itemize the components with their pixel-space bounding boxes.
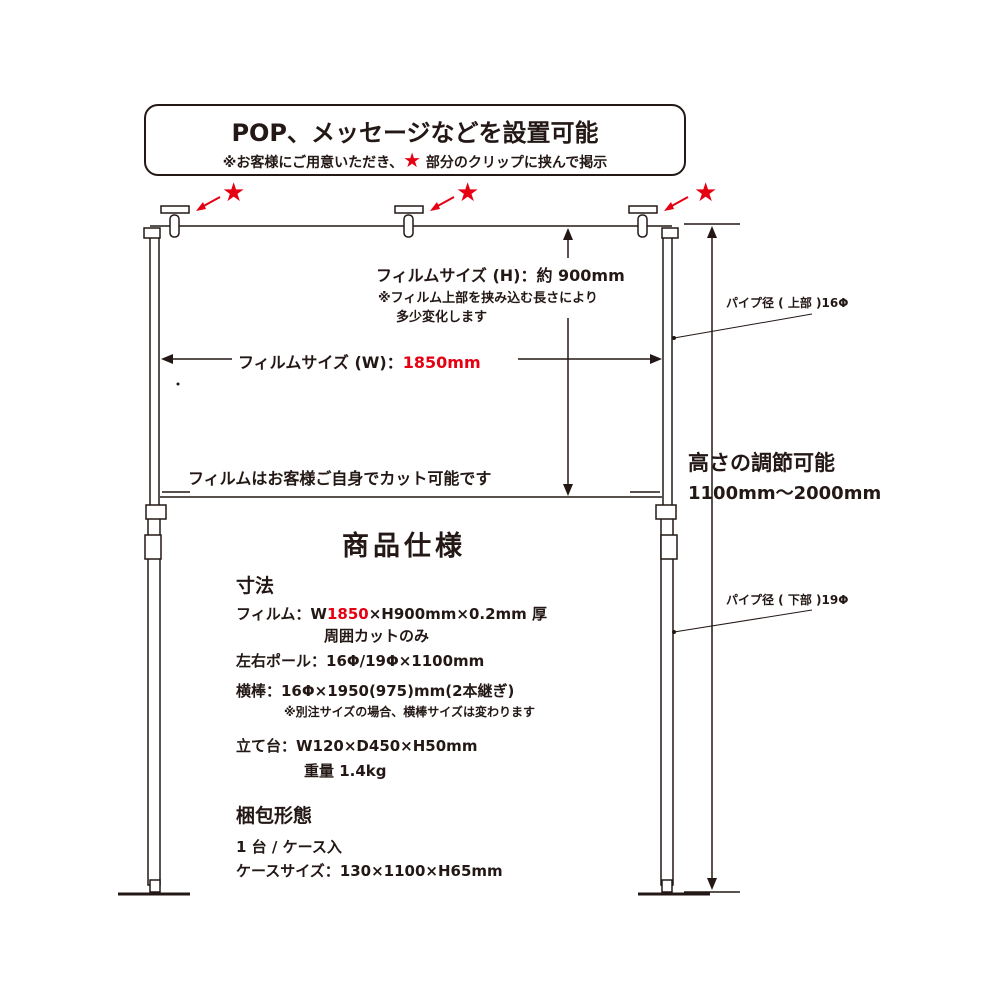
callout-title: POP、メッセージなどを設置可能 xyxy=(231,119,599,147)
spec-film-note: 周囲カットのみ xyxy=(324,627,430,645)
film-width-label: フィルムサイズ (W)：1850mm xyxy=(238,353,481,372)
film-height-note: 多少変化します xyxy=(396,310,488,325)
clip-star-icon: ★ xyxy=(222,178,246,208)
specs-title: 商品仕様 xyxy=(342,531,466,562)
size-heading: 寸法 xyxy=(236,575,275,597)
spec-crossbar: 横棒：16Φ×1950(975)mm(2本継ぎ) xyxy=(236,682,515,700)
film-height-note: ※フィルム上部を挟み込む長さにより xyxy=(378,291,598,306)
spec-film: フィルム：W1850×H900mm×0.2mm 厚 xyxy=(236,605,548,623)
packing-heading: 梱包形態 xyxy=(236,805,313,827)
star-icon: ★ xyxy=(403,148,422,172)
pipe-upper-label: パイプ径 ( 上部 )16Φ xyxy=(726,296,849,310)
height-adjust-title: 高さの調節可能 xyxy=(688,451,835,475)
height-adjust-range: 1100mm～2000mm xyxy=(688,483,882,504)
spec-case-size: ケースサイズ：130×1100×H65mm xyxy=(236,862,503,880)
spec-crossbar-note: ※別注サイズの場合、横棒サイズは変わります xyxy=(284,705,535,719)
clip-star-icon: ★ xyxy=(456,178,480,208)
right-pole-upper xyxy=(662,229,673,511)
left-pole-lower xyxy=(147,514,161,886)
right-pole-lower xyxy=(660,514,674,886)
film-height-label: フィルムサイズ (H)：約 900mm xyxy=(376,266,625,285)
spec-weight: 重量 1.4kg xyxy=(304,762,387,780)
clip-star-icon: ★ xyxy=(694,178,718,208)
spec-poles: 左右ポール：16Φ/19Φ×1100mm xyxy=(236,652,485,670)
spec-packing-qty: 1 台 / ケース入 xyxy=(236,838,342,856)
pipe-lower-label: パイプ径 ( 下部 )19Φ xyxy=(726,593,849,607)
callout-note: ※お客様にご用意いただき、★ 部分のクリップに挟んで掲示 xyxy=(222,148,608,172)
spec-stand: 立て台：W120×D450×H50mm xyxy=(236,737,478,755)
pop-callout-box xyxy=(144,104,686,176)
left-pole-upper xyxy=(149,229,160,511)
film-cut-note: フィルムはお客様ご自身でカット可能です xyxy=(188,469,492,488)
